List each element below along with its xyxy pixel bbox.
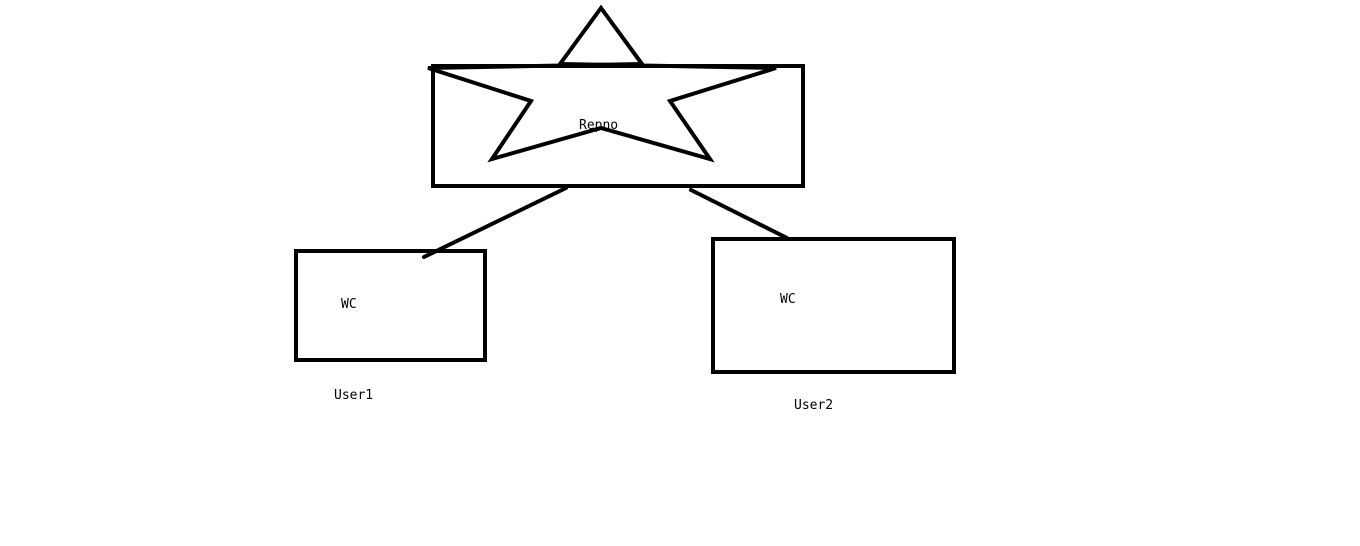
connector-repo-wc1 [422, 186, 568, 259]
repo-label: Repno [579, 118, 619, 133]
user2-caption: User2 [794, 398, 834, 413]
wc1-box [294, 249, 487, 362]
star-shape [427, 4, 777, 163]
wc1-label: WC [341, 297, 357, 312]
wc2-box [711, 237, 956, 374]
wc2-label: WC [780, 292, 796, 307]
user1-caption: User1 [334, 388, 374, 403]
connector-repo-wc2 [689, 188, 789, 240]
